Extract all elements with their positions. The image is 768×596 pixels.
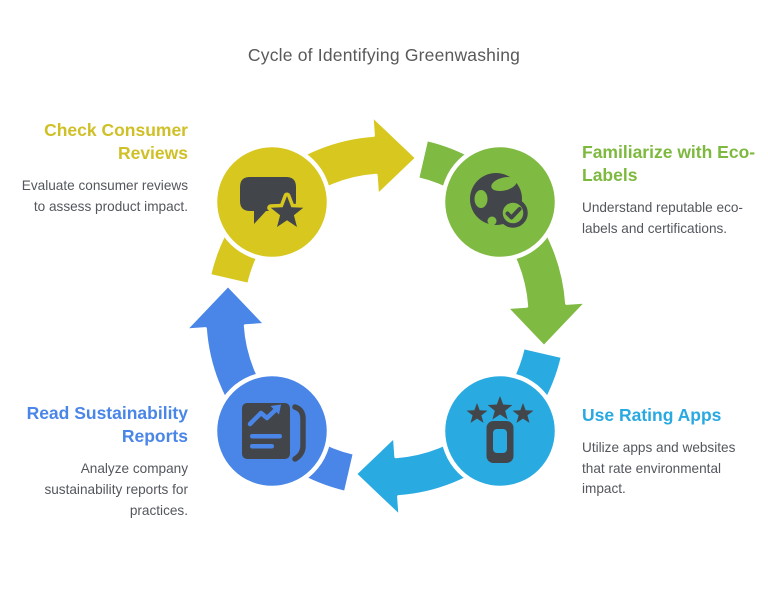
step-familiarize-eco-labels: Familiarize with Eco-Labels Understand r…: [582, 141, 758, 240]
report-chart-icon: [242, 403, 306, 462]
step-title: Read Sustainability Reports: [26, 403, 188, 447]
step-title: Use Rating Apps: [582, 405, 722, 425]
step-check-consumer-reviews: Check Consumer Reviews Evaluate consumer…: [14, 119, 188, 218]
step-title: Check Consumer Reviews: [44, 120, 188, 164]
chat-review-star-icon: [240, 177, 307, 231]
step-description: Understand reputable eco-labels and cert…: [582, 200, 743, 236]
step-description: Utilize apps and websites that rate envi…: [582, 440, 736, 497]
step-read-sustainability-reports: Read Sustainability Reports Analyze comp…: [14, 402, 188, 521]
phone-rating-stars-icon: [466, 396, 534, 463]
globe-check-icon: [470, 173, 528, 228]
step-description: Analyze company sustainability reports f…: [44, 461, 188, 518]
step-title: Familiarize with Eco-Labels: [582, 142, 756, 186]
step-use-rating-apps: Use Rating Apps Utilize apps and website…: [582, 404, 758, 500]
step-description: Evaluate consumer reviews to assess prod…: [21, 178, 188, 214]
page-title: Cycle of Identifying Greenwashing: [247, 45, 521, 65]
